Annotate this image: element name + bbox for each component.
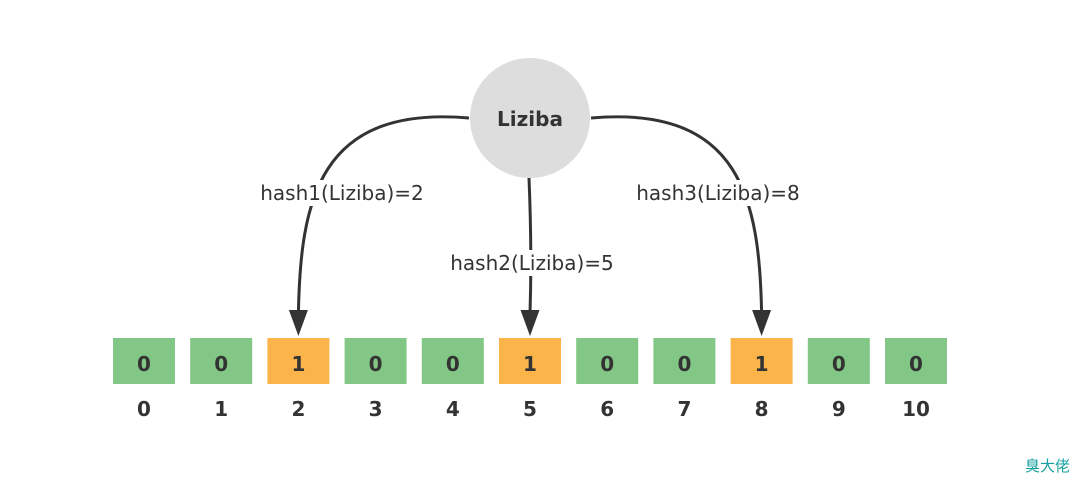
bit-index-label: 5 <box>523 397 537 421</box>
bit-cell: 0 <box>344 338 407 384</box>
bit-index-label: 6 <box>600 397 614 421</box>
hash-arrow-line <box>296 115 470 315</box>
bit-cell: 0 <box>421 338 484 384</box>
bit-index-label: 10 <box>902 397 930 421</box>
bit-cell-box <box>807 338 870 384</box>
bit-array: 0 0 1 0 0 1 0 0 1 0 0 <box>113 338 947 384</box>
bit-value: 1 <box>291 352 305 376</box>
element-node: Liziba <box>470 58 590 178</box>
bit-index-label: 3 <box>369 397 383 421</box>
hash-label-text: hash2(Liziba)=5 <box>450 251 614 275</box>
hash-label: hash2(Liziba)=5 <box>446 250 618 276</box>
hash-label-background <box>256 180 428 206</box>
bit-index-label: 8 <box>755 397 769 421</box>
hash-arrows <box>288 115 772 336</box>
hash-label-text: hash3(Liziba)=8 <box>636 181 800 205</box>
bit-value: 1 <box>755 352 769 376</box>
bit-value: 0 <box>832 352 846 376</box>
bit-cell: 1 <box>267 338 330 384</box>
bit-cell: 0 <box>653 338 716 384</box>
bit-index-label: 9 <box>832 397 846 421</box>
arrow-head-icon <box>520 310 540 336</box>
bit-index-label: 4 <box>446 397 460 421</box>
bit-index-label: 2 <box>291 397 305 421</box>
bit-value: 1 <box>523 352 537 376</box>
hash-arrow-line <box>527 177 533 315</box>
bit-cell-box <box>730 338 793 384</box>
bit-cell: 0 <box>885 338 947 384</box>
bit-cell-box <box>267 338 330 384</box>
bit-cell: 0 <box>113 338 175 384</box>
hash-label-text: hash1(Liziba)=2 <box>260 181 424 205</box>
bit-cell-box <box>113 338 175 384</box>
bit-cell: 1 <box>730 338 793 384</box>
bit-cell-box <box>576 338 639 384</box>
bit-value: 0 <box>446 352 460 376</box>
hash-label-background <box>446 250 618 276</box>
bit-cell-box <box>499 338 561 384</box>
bit-index-label: 7 <box>677 397 691 421</box>
bit-value: 0 <box>677 352 691 376</box>
bit-cell-box <box>885 338 947 384</box>
bit-value: 0 <box>909 352 923 376</box>
bit-index-label: 0 <box>137 397 151 421</box>
bit-cell: 1 <box>499 338 561 384</box>
bit-cell: 0 <box>807 338 870 384</box>
bit-value: 0 <box>369 352 383 376</box>
hash-label: hash1(Liziba)=2 <box>256 180 428 206</box>
arrow-head-icon <box>752 310 772 336</box>
element-node-circle <box>470 58 590 178</box>
bit-cell-box <box>344 338 407 384</box>
bit-cell-box <box>653 338 716 384</box>
hash-arrow-line <box>590 115 764 315</box>
watermark-text: 臭大佬 <box>1024 457 1070 475</box>
bit-index-label: 1 <box>214 397 228 421</box>
arrow-head-icon <box>288 310 308 336</box>
hash-labels: hash1(Liziba)=2 hash2(Liziba)=5 hash3(Lizi… <box>256 180 804 276</box>
bit-cell-box <box>190 338 253 384</box>
element-node-label: Liziba <box>497 107 563 131</box>
bit-cell: 0 <box>190 338 253 384</box>
bit-value: 0 <box>137 352 151 376</box>
hash-label: hash3(Liziba)=8 <box>632 180 804 206</box>
bit-value: 0 <box>214 352 228 376</box>
bit-cell: 0 <box>576 338 639 384</box>
bit-value: 0 <box>600 352 614 376</box>
bit-cell-box <box>421 338 484 384</box>
hash-label-background <box>632 180 804 206</box>
bit-indices: 0 1 2 3 4 5 6 7 8 9 10 <box>137 397 930 421</box>
